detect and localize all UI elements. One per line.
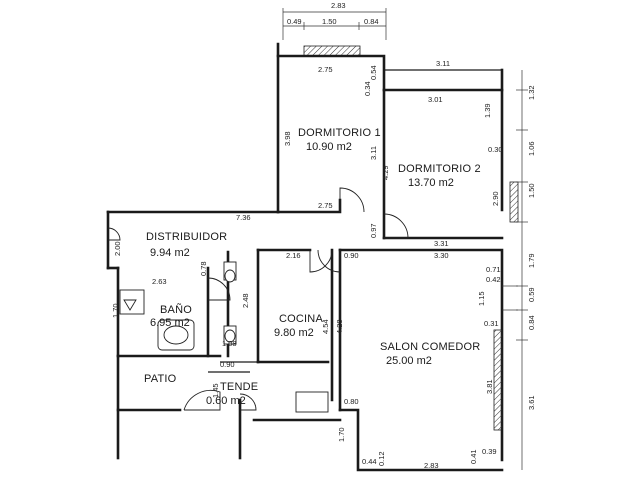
dim-coc-r: 4.54: [321, 319, 330, 334]
dim-sal-b1: 0.44: [362, 457, 377, 466]
room-label-tende: TENDE: [220, 381, 258, 393]
doors: [107, 187, 409, 411]
room-area-salon: 25.00 m2: [386, 355, 432, 367]
dim-right-2: 1.06: [527, 141, 536, 156]
top-dimensions: 2.83 0.49 1.50 0.84: [282, 1, 387, 40]
dim-dist-door: 0.97: [369, 223, 378, 238]
dim-sal-l2: 1.70: [337, 427, 346, 442]
dim-d2-r1: 1.39: [483, 103, 492, 118]
kitchen-counter: [295, 391, 329, 413]
dim-ban-b: 1.08: [222, 339, 237, 348]
dim-d2-bottom2: 3.30: [434, 251, 449, 260]
dim-right-7: 3.61: [527, 395, 536, 410]
dim-pat-top: 0.90: [220, 360, 235, 369]
interior-dimensions: 2.75 3.98 3.11 2.75 0.54 0.34 3.11 3.01 …: [111, 59, 503, 470]
dim-ban-left: 1.70: [111, 303, 120, 318]
dim-sal-r4: 0.31: [484, 319, 499, 328]
dim-sal-r1: 0.71: [486, 265, 501, 274]
dim-top-c: 0.84: [364, 17, 379, 26]
dim-sal-r2: 0.42: [486, 275, 501, 284]
room-label-dormitorio-1: DORMITORIO 1: [298, 127, 381, 139]
room-label-salon: SALON COMEDOR: [380, 341, 480, 353]
window-dormitorio-2: [509, 181, 519, 223]
dim-dist-top: 7.36: [236, 213, 251, 222]
dim-coc-door: 0.90: [344, 251, 359, 260]
dim-ban-top: 2.63: [152, 277, 167, 286]
dim-d1-small: 0.54: [369, 65, 378, 80]
dim-ban-r: 2.48: [241, 293, 250, 308]
dim-d2-top: 3.01: [428, 95, 443, 104]
window-salon: [493, 329, 503, 431]
dim-coc-top: 2.16: [286, 251, 301, 260]
room-label-patio: PATIO: [144, 373, 177, 385]
dim-d1-top: 2.75: [318, 65, 333, 74]
dim-sal-r5: 3.81: [485, 379, 494, 394]
dim-d2-top-ext: 3.11: [436, 59, 450, 68]
dim-sal-b: 2.83: [424, 461, 439, 470]
room-area-bano: 6.95 m2: [150, 317, 190, 329]
room-area-dormitorio-2: 13.70 m2: [408, 177, 454, 189]
room-area-dormitorio-1: 10.90 m2: [306, 141, 352, 153]
dim-top-b: 1.50: [322, 17, 337, 26]
dim-d2-r3: 2.90: [491, 191, 500, 206]
dim-right-1: 1.32: [527, 85, 536, 100]
room-label-dormitorio-2: DORMITORIO 2: [398, 163, 481, 175]
dim-ban-side: 0.78: [199, 261, 208, 276]
dim-sal-r3: 1.15: [477, 291, 486, 306]
window-dormitorio-1: [303, 45, 361, 57]
dim-right-6: 0.84: [527, 315, 536, 330]
dim-sal-b2: 0.12: [377, 451, 386, 466]
dim-sal-b4: 0.39: [482, 447, 497, 456]
room-area-cocina: 9.80 m2: [274, 327, 314, 339]
dim-sal-b3: 0.41: [469, 449, 478, 464]
right-dimensions: 1.32 1.06 1.50 1.79 0.59 0.84 3.61: [516, 70, 536, 470]
dim-dist-left: 2.00: [113, 241, 122, 256]
dim-d1-side: 3.98: [283, 131, 292, 146]
dim-right-5: 0.59: [527, 287, 536, 302]
room-labels: DORMITORIO 1 10.90 m2 DORMITORIO 2 13.70…: [144, 127, 481, 407]
room-area-distribuidor-value: 9.94 m2: [150, 247, 190, 259]
dim-sal-l1: 0.80: [344, 397, 359, 406]
dim-right-4: 1.79: [527, 253, 536, 268]
room-area-tende: 0.60 m2: [206, 395, 246, 407]
dim-d2-r2: 0.30: [488, 145, 503, 154]
bathroom-fixtures: [119, 261, 329, 413]
dim-d1-small2: 0.34: [363, 81, 372, 96]
dim-coc-l: 4.28: [335, 319, 344, 334]
room-label-bano: BAÑO: [160, 303, 192, 316]
dim-d1-right: 3.11: [369, 146, 378, 160]
dim-d1-bottom: 2.75: [318, 201, 333, 210]
dim-tende-side: 1.45: [211, 383, 220, 398]
dim-top-a: 0.49: [287, 17, 302, 26]
room-label-cocina: COCINA: [279, 313, 323, 325]
dim-d2-left: 4.29: [381, 165, 390, 180]
room-label-distribuidor: DISTRIBUIDOR: [146, 231, 227, 243]
dim-right-3: 1.50: [527, 183, 536, 198]
dim-top-total: 2.83: [331, 1, 346, 10]
dim-d2-bottom: 3.31: [434, 239, 449, 248]
